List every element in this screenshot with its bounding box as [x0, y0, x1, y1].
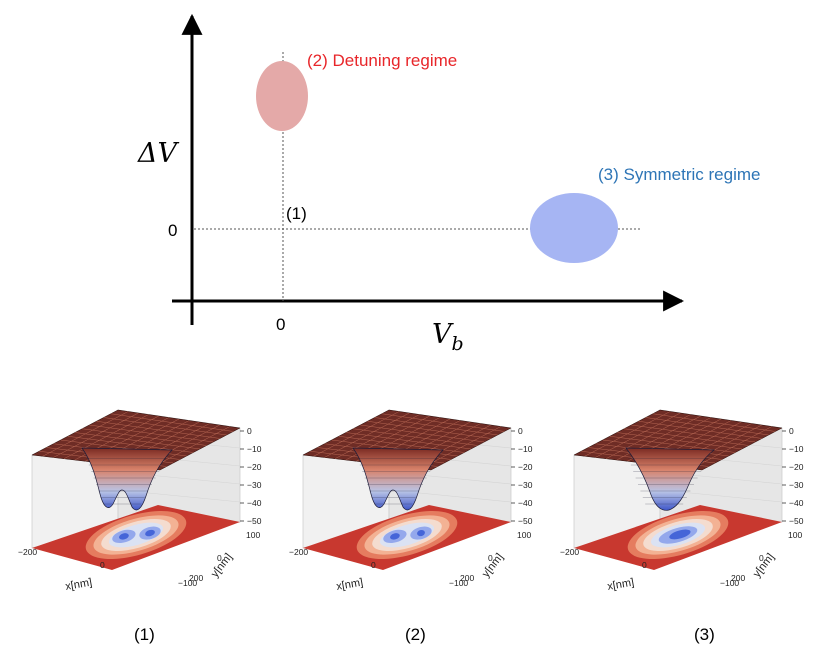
- mesh-line: [110, 413, 234, 432]
- well-core: [145, 529, 155, 537]
- x-zero-label: 0: [276, 315, 285, 334]
- x-axis-label: Vb: [432, 319, 464, 355]
- plot-caption: (2): [405, 625, 426, 644]
- z-tick-label: −40: [789, 498, 804, 508]
- z-tick-label: −20: [247, 462, 262, 472]
- x-tick-label: 200: [731, 573, 745, 583]
- z-tick-label: −10: [518, 444, 533, 454]
- y-tick-label: −100: [178, 578, 197, 588]
- y-axis-title: y[nm]: [751, 551, 777, 580]
- z-tick-label: −40: [247, 498, 262, 508]
- well-core: [119, 533, 129, 540]
- potential-plot-1: 0 −10 −20 −30 −40 −50 −200 0 200 x[nm] 100 0 −100 y[n…: [18, 409, 262, 644]
- potential-well: [81, 447, 173, 511]
- z-tick-label: −50: [789, 516, 804, 526]
- mesh-line: [381, 413, 505, 432]
- x-axis-label-subscript: b: [452, 333, 464, 355]
- y-axis-title: y[nm]: [209, 551, 235, 580]
- potential-plot-2: 0 −10 −20 −30 −40 −50 −200 0 200 x[nm] 100 0 −100 y[n…: [289, 409, 533, 644]
- x-axis-title: x[nm]: [335, 576, 364, 592]
- y-tick-label: −100: [720, 578, 739, 588]
- z-tick-label: −10: [247, 444, 262, 454]
- potential-well: [352, 447, 444, 511]
- z-tick-label: −30: [789, 480, 804, 490]
- x-tick-label: 0: [642, 560, 647, 570]
- well-core: [669, 529, 691, 540]
- contour-levels: [356, 511, 458, 559]
- y-tick-label: 100: [788, 530, 802, 540]
- point-label: (1): [286, 204, 307, 223]
- mesh-line: [691, 426, 772, 469]
- z-tick-label: −50: [518, 516, 533, 526]
- regime-diagram: ΔV Vb 0 0 (1) (2) Detuning regime (3) Sy…: [137, 13, 760, 355]
- y-axis-label: ΔV: [137, 138, 179, 169]
- y-tick-label: 100: [517, 530, 531, 540]
- x-tick-label: 0: [371, 560, 376, 570]
- well-core: [390, 533, 400, 540]
- symmetric-regime-label: (3) Symmetric regime: [598, 165, 760, 184]
- y-tick-label: −100: [449, 578, 468, 588]
- potential-plot-3: 0 −10 −20 −30 −40 −50 −200 0 200 x[nm] 100 0 −100 y[n…: [560, 409, 804, 644]
- z-tick-label: −20: [789, 462, 804, 472]
- mesh-line: [652, 413, 776, 432]
- y-zero-label: 0: [168, 221, 177, 240]
- well-mesh: [357, 458, 438, 505]
- potential-well: [625, 447, 715, 511]
- x-tick-label: 200: [460, 573, 474, 583]
- contour-levels: [85, 511, 187, 559]
- x-axis-title: x[nm]: [64, 576, 93, 592]
- symmetric-regime-region: [530, 193, 618, 263]
- z-tick-label: −30: [518, 480, 533, 490]
- z-tick-label: 0: [789, 426, 794, 436]
- z-tick-label: −20: [518, 462, 533, 472]
- x-tick-label: 200: [189, 573, 203, 583]
- z-tick-label: 0: [518, 426, 523, 436]
- x-tick-label: −200: [560, 547, 579, 557]
- detuning-regime-region: [256, 61, 308, 131]
- y-tick-label: 100: [246, 530, 260, 540]
- well-core: [417, 529, 425, 537]
- x-tick-label: −200: [18, 547, 37, 557]
- well-mesh: [628, 458, 709, 505]
- y-tick-label: 0: [217, 553, 222, 563]
- contour-levels: [627, 511, 729, 559]
- y-tick-label: 0: [759, 553, 764, 563]
- y-axis-title: y[nm]: [480, 551, 506, 580]
- detuning-regime-label: (2) Detuning regime: [307, 51, 457, 70]
- plot-caption: (3): [694, 625, 715, 644]
- z-tick-label: −50: [247, 516, 262, 526]
- z-tick-label: −30: [247, 480, 262, 490]
- z-tick-label: 0: [247, 426, 252, 436]
- plot-caption: (1): [134, 625, 155, 644]
- x-tick-label: 0: [100, 560, 105, 570]
- well-mesh: [86, 458, 167, 505]
- z-tick-label: −10: [789, 444, 804, 454]
- x-axis-title: x[nm]: [606, 576, 635, 592]
- potential-plots: 0−10−20−30−40−50−2000200x[nm]1000−100y[n…: [18, 409, 804, 644]
- y-tick-label: 0: [488, 553, 493, 563]
- z-tick-label: −40: [518, 498, 533, 508]
- x-tick-label: −200: [289, 547, 308, 557]
